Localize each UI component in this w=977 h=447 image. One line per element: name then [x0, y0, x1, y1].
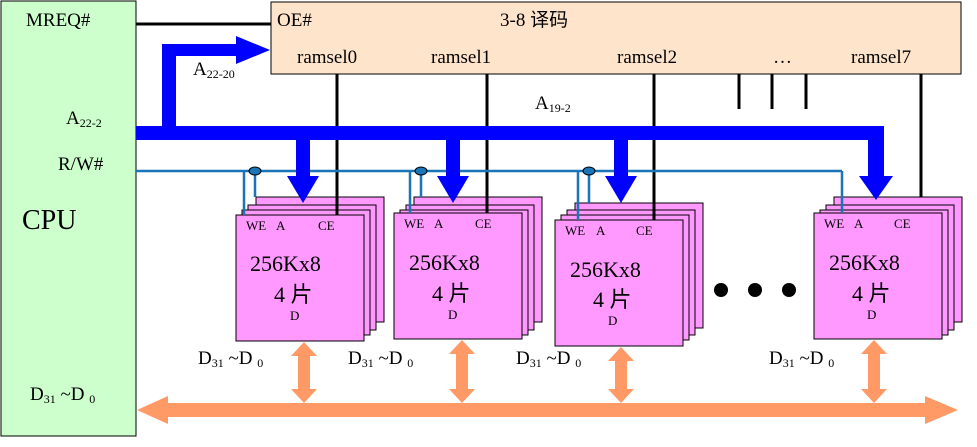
- ramsel2-label: ramsel2: [617, 47, 677, 68]
- chip-capacity: 256Kx8: [409, 250, 480, 275]
- chip-capacity: 256Kx8: [570, 257, 641, 282]
- decoder-block: [270, 1, 962, 75]
- ramsel0-label: ramsel0: [297, 47, 357, 68]
- decoder-ellipsis: …: [773, 47, 792, 68]
- cpu-data-label: D31 ~D 0: [30, 384, 95, 406]
- chip-ce-label: CE: [318, 218, 335, 233]
- rw-junction: [582, 166, 596, 176]
- rw-label: R/W#: [58, 154, 104, 175]
- chip-module-2: WE A CE 256Kx8 4 片 D: [554, 202, 704, 347]
- module-data-label: D31 ~D 0: [198, 348, 263, 370]
- chip-ce-label: CE: [894, 216, 911, 231]
- ellipsis-dot: [714, 283, 728, 297]
- chip-we-label: WE: [565, 223, 585, 238]
- chip-a-label: A: [276, 218, 286, 233]
- chip-a-label: A: [854, 216, 864, 231]
- a22-20-label: A22-20: [193, 59, 235, 81]
- chip-capacity: 256Kx8: [829, 250, 900, 275]
- chip-count: 4 片: [274, 282, 313, 307]
- cpu-block: [0, 0, 137, 437]
- a19-2-label: A19-2: [535, 93, 571, 115]
- chip-d-label: D: [867, 307, 876, 322]
- chip-we-label: WE: [404, 216, 424, 231]
- module-data-label: D31 ~D 0: [769, 348, 834, 370]
- decoder-oe-label: OE#: [277, 10, 312, 31]
- chip-we-label: WE: [824, 216, 844, 231]
- chip-a-label: A: [434, 216, 444, 231]
- cpu-address-label: A22-2: [66, 108, 102, 130]
- address-drop-arrow: [605, 140, 637, 203]
- chip-we-label: WE: [246, 218, 266, 233]
- chip-d-label: D: [290, 308, 299, 323]
- a22-20-bus: [136, 36, 270, 126]
- data-link-arrow: [291, 342, 317, 403]
- data-link-arrow: [608, 347, 634, 403]
- a19-2-bus: [136, 126, 893, 200]
- cpu-label: CPU: [22, 205, 76, 236]
- chip-a-label: A: [596, 223, 606, 238]
- rw-junction: [414, 166, 428, 176]
- module-data-label: D31 ~D 0: [348, 348, 413, 370]
- module-data-label: D31 ~D 0: [516, 348, 581, 370]
- chip-module-0: WE A CE 256Kx8 4 片 D: [235, 196, 385, 342]
- chip-ce-label: CE: [636, 223, 653, 238]
- decoder-title: 3-8 译码: [500, 10, 568, 31]
- chip-d-label: D: [608, 313, 617, 328]
- rw-junction: [248, 166, 262, 176]
- chip-capacity: 256Kx8: [250, 251, 321, 276]
- data-bus: [137, 396, 958, 424]
- data-link-arrow: [449, 340, 475, 403]
- chip-count: 4 片: [852, 281, 891, 306]
- chip-d-label: D: [448, 307, 457, 322]
- chip-count: 4 片: [593, 287, 632, 312]
- mreq-label: MREQ#: [26, 10, 91, 31]
- ellipsis-dot: [782, 283, 796, 297]
- data-link-arrow: [861, 340, 887, 403]
- ramsel7-label: ramsel7: [851, 47, 911, 68]
- chip-count: 4 片: [432, 281, 471, 306]
- chip-module-3: WE A CE 256Kx8 4 片 D: [813, 196, 963, 340]
- address-drop-arrow: [287, 140, 319, 203]
- chip-ce-label: CE: [475, 216, 492, 231]
- ellipsis-dot: [748, 283, 762, 297]
- ramsel1-label: ramsel1: [431, 47, 491, 68]
- chip-module-1: WE A CE 256Kx8 4 片 D: [393, 196, 543, 340]
- address-drop-arrow: [437, 140, 469, 203]
